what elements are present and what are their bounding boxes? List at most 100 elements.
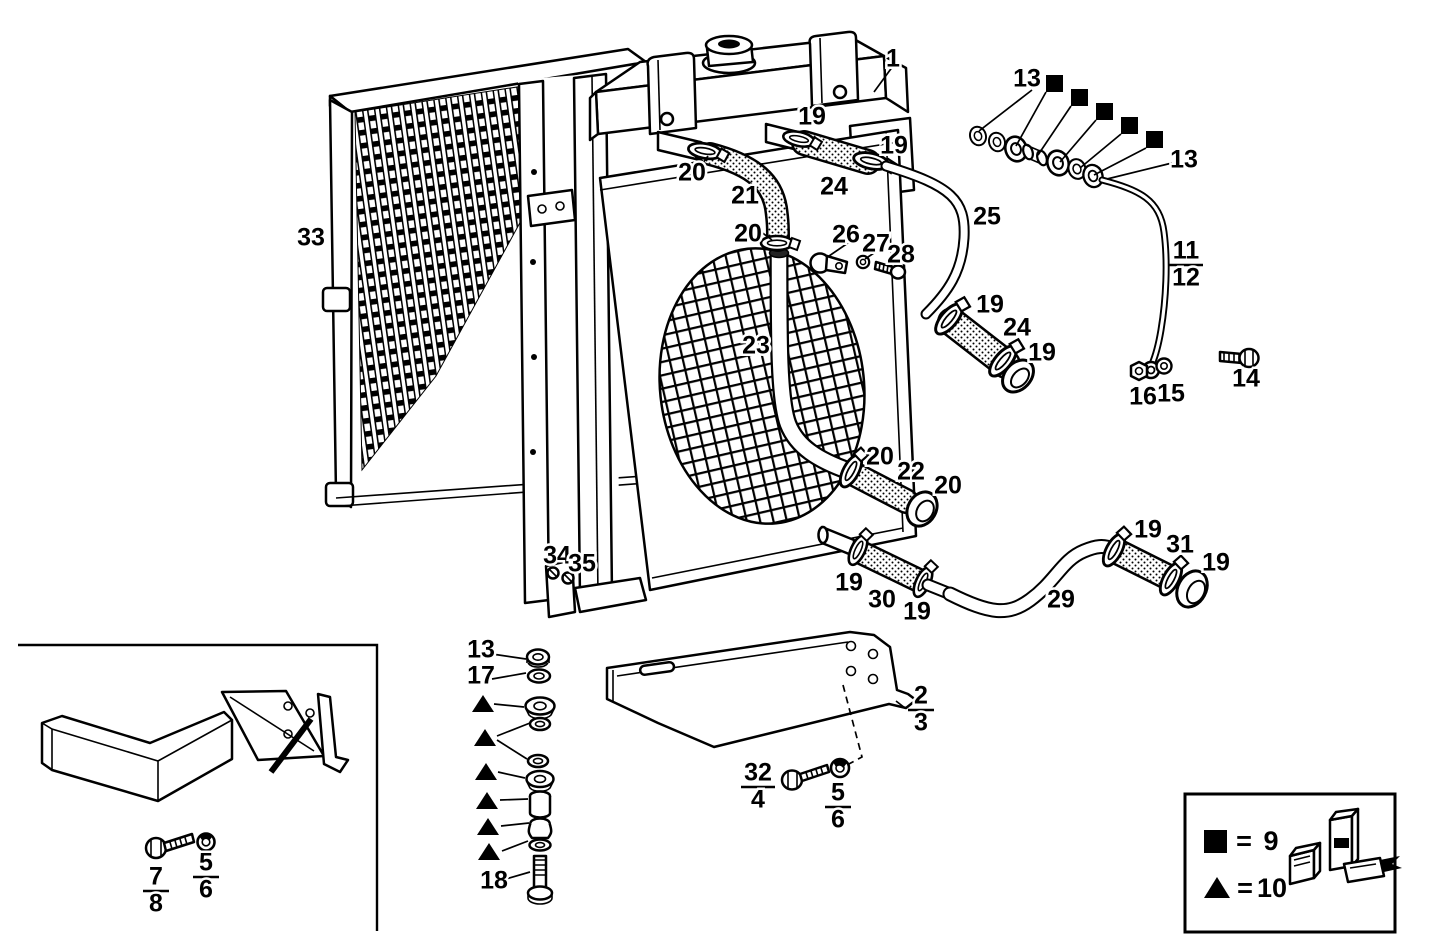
bolt-28 xyxy=(873,260,907,280)
tube-11-12 xyxy=(1098,176,1170,380)
tank-strap-bracket xyxy=(808,30,860,108)
part-callout-22: 22 xyxy=(897,458,925,486)
part-callout-19: 19 xyxy=(1202,549,1230,577)
grille-mesh xyxy=(354,83,537,472)
fraction-bottom: 6 xyxy=(831,806,845,834)
leader-line xyxy=(493,703,525,708)
part-callout-19: 19 xyxy=(798,103,826,131)
grille-screen-33 xyxy=(321,47,728,509)
hose-22 xyxy=(843,462,939,528)
legend-square-symbol xyxy=(1204,830,1227,853)
screws-34-35 xyxy=(546,566,575,585)
square-symbol xyxy=(1121,117,1138,134)
legend-packages xyxy=(1288,807,1402,886)
tank-strap-bracket xyxy=(646,51,698,136)
leader-line xyxy=(864,250,878,260)
leader-line xyxy=(1037,105,1072,156)
part-callout-20: 20 xyxy=(678,159,706,187)
washer xyxy=(528,838,552,852)
fraction-top: 32 xyxy=(744,759,772,787)
leader-line xyxy=(1093,147,1147,176)
triangle-symbol xyxy=(474,729,496,746)
fraction-top: 5 xyxy=(831,779,845,807)
washer xyxy=(528,716,552,732)
part-callout-19: 19 xyxy=(1134,516,1162,544)
fraction-callout-5-6: 56 xyxy=(825,776,851,836)
leader-line xyxy=(1059,119,1097,163)
part-callout-14: 14 xyxy=(1232,365,1260,393)
part-callout-20: 20 xyxy=(866,443,894,471)
fraction-callout-32-4: 324 xyxy=(741,756,775,816)
leader-line xyxy=(699,155,709,168)
part-callout-28: 28 xyxy=(887,241,915,269)
part-callout-30: 30 xyxy=(868,586,896,614)
leader-line xyxy=(500,822,530,827)
part-callout-20: 20 xyxy=(934,472,962,500)
leader-line xyxy=(1079,133,1122,169)
washer-5-6 xyxy=(829,757,851,779)
part-callout-27: 27 xyxy=(862,230,890,258)
fraction-bottom: 6 xyxy=(199,876,213,904)
washer xyxy=(526,753,550,769)
rubber-bushing xyxy=(527,817,553,840)
legend-triangle-symbol xyxy=(1204,877,1230,898)
part-callout-13: 13 xyxy=(467,636,495,664)
hose-29 xyxy=(921,539,1120,619)
part-callout-19: 19 xyxy=(976,291,1004,319)
part-callout-13: 13 xyxy=(1013,65,1041,93)
nut-16 xyxy=(1129,360,1149,382)
fraction-top: 7 xyxy=(149,863,163,891)
bolt-14 xyxy=(1218,347,1260,369)
leader-line xyxy=(491,672,527,680)
part-callout-19: 19 xyxy=(1028,339,1056,367)
square-symbol xyxy=(1146,131,1163,148)
legend-value: 10 xyxy=(1257,873,1287,903)
part-callout-35: 35 xyxy=(568,550,596,578)
mount-stack xyxy=(524,648,556,905)
hose-30 xyxy=(849,540,933,594)
leader-line xyxy=(759,230,773,241)
hose-21 xyxy=(698,142,790,252)
part-callout-23: 23 xyxy=(742,332,770,360)
triangle-symbol xyxy=(475,763,497,780)
frame-bracket xyxy=(526,188,577,228)
part-callout-24: 24 xyxy=(820,173,848,201)
leader-line xyxy=(1106,162,1173,180)
support-bracket-2-3 xyxy=(605,630,918,749)
triangle-symbol xyxy=(472,695,494,712)
fraction-bottom: 8 xyxy=(149,890,163,918)
legend-entry-triangle: =10 xyxy=(1204,873,1287,903)
part-callout-31: 31 xyxy=(1166,531,1194,559)
fraction-callout-5-6: 56 xyxy=(193,846,219,906)
pipe-23 xyxy=(768,246,859,481)
part-callout-33: 33 xyxy=(297,224,325,252)
bracket-inset xyxy=(40,689,350,803)
part-callout-18: 18 xyxy=(480,867,508,895)
fraction-bottom: 4 xyxy=(751,786,765,814)
leader-line xyxy=(496,722,531,737)
bracket-slot xyxy=(638,661,676,676)
fraction-bottom: 3 xyxy=(914,709,928,737)
spacer-sleeve xyxy=(1022,143,1048,167)
part-callout-24: 24 xyxy=(1003,314,1031,342)
part-callout-13: 13 xyxy=(1170,146,1198,174)
frame-foot-plate xyxy=(573,576,648,614)
pipe-25 xyxy=(880,160,970,320)
leader-line xyxy=(1015,91,1047,147)
part-callout-20: 20 xyxy=(734,220,762,248)
leader-line xyxy=(893,261,902,268)
radiator-cap xyxy=(701,34,757,75)
triangle-symbol xyxy=(477,818,499,835)
triangle-symbol xyxy=(476,792,498,809)
leader-line xyxy=(873,65,894,93)
fraction-top: 5 xyxy=(199,849,213,877)
part-callout-1: 1 xyxy=(886,45,900,73)
leader-line xyxy=(497,771,526,779)
part-callout-19: 19 xyxy=(880,132,908,160)
washer-17 xyxy=(526,668,552,684)
hose-31 xyxy=(1104,538,1209,609)
triangle-symbol xyxy=(478,843,500,860)
part-callout-26: 26 xyxy=(832,221,860,249)
